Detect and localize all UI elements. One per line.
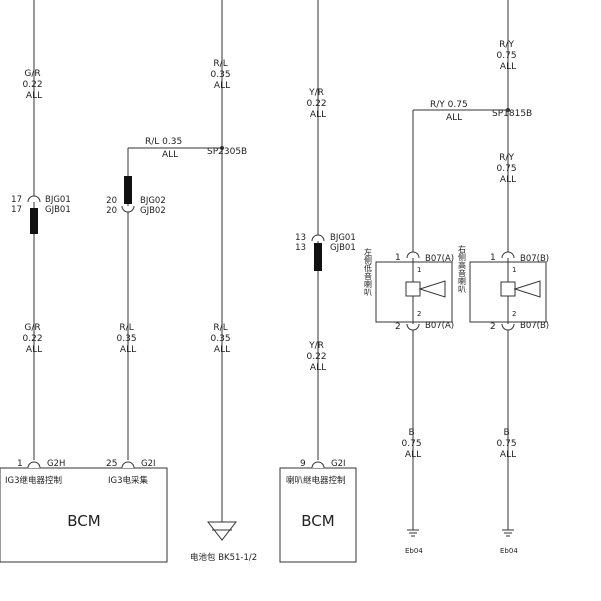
right-horn-label: 右侧高音喇叭: [458, 244, 467, 294]
svg-text:喇叭继电器控制: 喇叭继电器控制: [286, 475, 346, 486]
wire-6-middle-label: R/Y 0.75 ALL: [497, 153, 520, 185]
svg-text:B07(A): B07(A): [425, 321, 454, 331]
svg-text:1: 1: [395, 253, 401, 263]
splice-label-1: SP2305B: [207, 147, 247, 157]
splice-label-2: SP1815B: [492, 109, 532, 119]
svg-text:9: 9: [300, 459, 306, 469]
svg-text:IG3继电器控制: IG3继电器控制: [5, 475, 62, 486]
wire-6-top-label: R/Y 0.75 ALL: [497, 40, 520, 72]
wire-1-bottom-label: G/R 0.22 ALL: [23, 323, 46, 355]
svg-text:G2I: G2I: [331, 459, 346, 469]
splice-dot-2: [506, 108, 510, 112]
svg-text:2: 2: [417, 310, 421, 318]
svg-text:B07(B): B07(B): [520, 254, 549, 264]
wire-5-branch-label: R/Y 0.75 ALL: [430, 100, 471, 123]
svg-text:IG3电采集: IG3电采集: [108, 475, 149, 486]
wire-2-branch-label: R/L 0.35 ALL: [145, 137, 185, 160]
wire-2-bottom-label: R/L 0.35 ALL: [117, 323, 140, 355]
svg-text:2: 2: [395, 322, 401, 332]
svg-text:B07(A): B07(A): [425, 254, 454, 264]
svg-text:1: 1: [417, 266, 421, 274]
wire-3-top-label: R/L 0.35 ALL: [211, 59, 234, 91]
battery-label: 电池包 BK51-1/2: [190, 552, 257, 563]
svg-text:1: 1: [490, 253, 496, 263]
wire-3-bottom-label: R/L 0.35 ALL: [211, 323, 234, 355]
svg-text:2: 2: [512, 310, 516, 318]
wire-1-top-label: G/R 0.22 ALL: [23, 69, 46, 101]
svg-text:25: 25: [106, 459, 117, 469]
ground-label-2: Eb04: [500, 547, 518, 555]
ground-label-1: Eb04: [405, 547, 423, 555]
wire-4-bottom-label: Y/R 0.22 ALL: [307, 341, 330, 373]
bcm-right-module: 9 G2I 喇叭继电器控制 BCM: [279, 459, 357, 563]
bcm-right-title: BCM: [301, 512, 334, 530]
ground-symbol-1: [407, 520, 419, 537]
left-horn: 左侧低音喇叭 1 2 1 2 B07(A) B07(A): [364, 247, 455, 332]
wire-4-top-label: Y/R 0.22 ALL: [307, 88, 330, 120]
svg-text:G2I: G2I: [141, 459, 156, 469]
left-horn-label: 左侧低音喇叭: [364, 247, 373, 297]
svg-text:1: 1: [512, 266, 516, 274]
right-horn: 右侧高音喇叭 1 2 1 2 B07(B) B07(B): [458, 244, 550, 332]
bcm-left-module: 1 G2H 25 G2I IG3继电器控制 IG3电采集 BCM: [0, 459, 168, 563]
svg-text:2: 2: [490, 322, 496, 332]
wire-5-bottom-label: B 0.75 ALL: [402, 428, 425, 460]
bcm-left-title: BCM: [67, 512, 100, 530]
ground-symbol-2: [502, 520, 514, 537]
wire-6-bottom-label: B 0.75 ALL: [497, 428, 520, 460]
svg-text:G2H: G2H: [47, 459, 65, 469]
splice-dot-1: [220, 146, 224, 150]
svg-text:B07(B): B07(B): [520, 321, 549, 331]
svg-text:1: 1: [17, 459, 23, 469]
battery-arrow: 电池包 BK51-1/2: [190, 521, 257, 563]
